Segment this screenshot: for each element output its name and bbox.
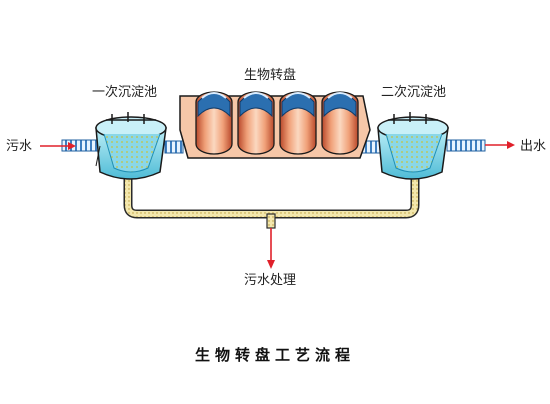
label-secondary-clarifier: 二次沉淀池 bbox=[381, 85, 447, 100]
label-rotating-disc: 生物转盘 bbox=[244, 68, 297, 83]
sludge-pipe bbox=[123, 178, 420, 229]
outlet-pipe bbox=[446, 139, 486, 152]
disc-drum bbox=[279, 91, 317, 155]
sludge-arrow bbox=[267, 228, 275, 269]
disc-drum bbox=[237, 91, 275, 155]
rotating-disc-unit bbox=[179, 91, 371, 159]
disc-drum bbox=[321, 91, 359, 155]
label-sludge-treatment: 污水处理 bbox=[244, 273, 297, 288]
label-primary-clarifier: 一次沉淀池 bbox=[92, 85, 158, 100]
disc-drums bbox=[195, 91, 359, 155]
label-water-out: 出水 bbox=[520, 139, 547, 154]
inlet-arrow bbox=[40, 142, 76, 150]
pipe-clarifier-to-disc bbox=[164, 140, 184, 154]
secondary-clarifier bbox=[377, 112, 449, 180]
primary-clarifier bbox=[95, 112, 167, 180]
label-sewage-in: 污水 bbox=[6, 139, 33, 154]
diagram-caption: 生物转盘工艺流程 bbox=[194, 346, 355, 364]
disc-drum bbox=[195, 91, 233, 155]
outlet-arrow bbox=[485, 141, 515, 149]
